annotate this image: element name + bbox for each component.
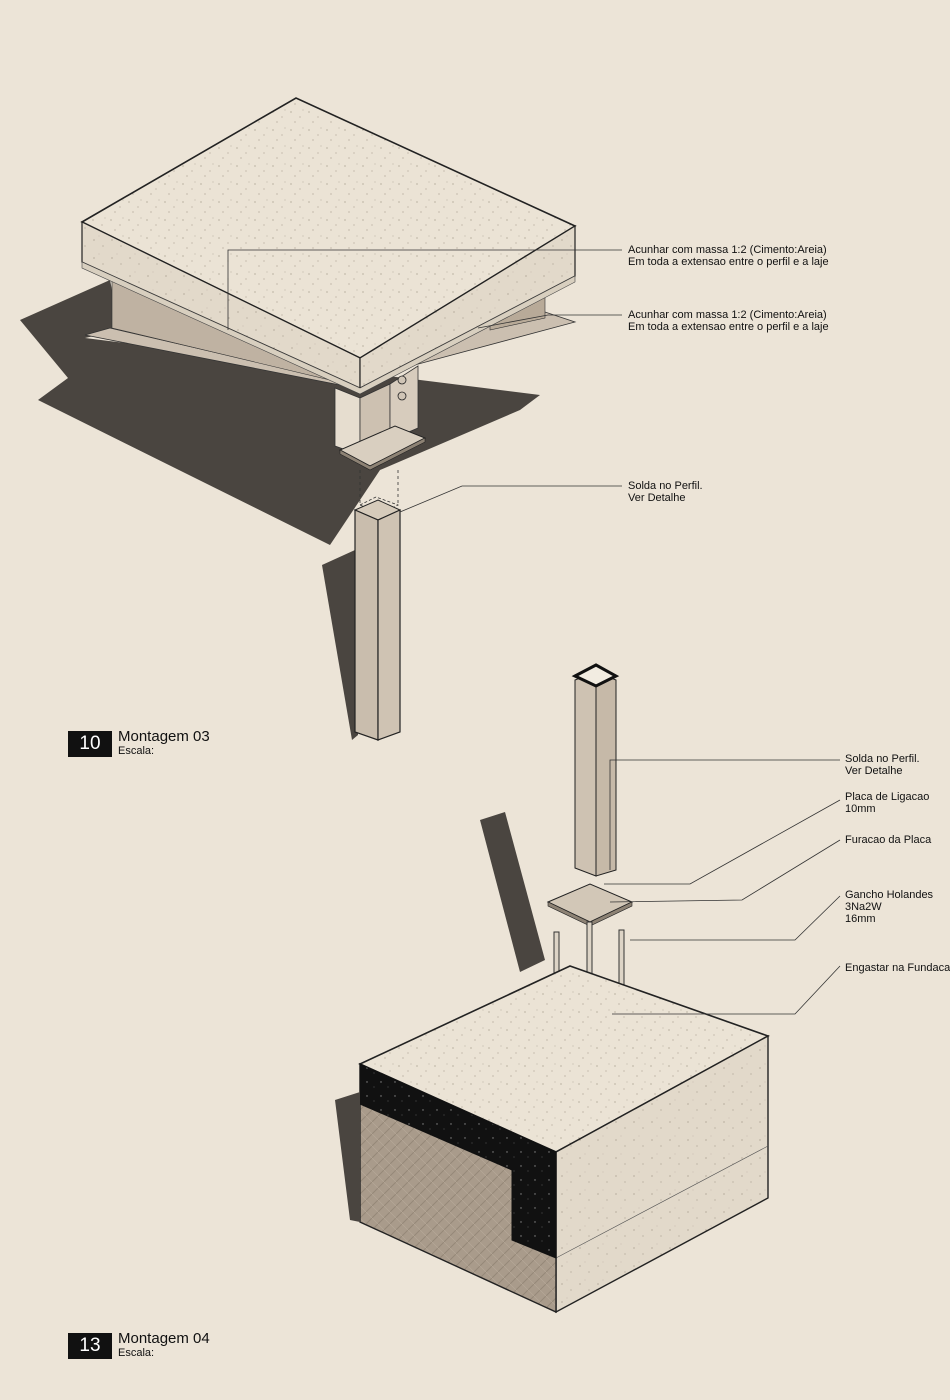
column-shadow xyxy=(480,812,545,972)
leader-line xyxy=(399,485,622,513)
annotation-connection-plate: Placa de Ligacao 10mm xyxy=(845,791,929,815)
annotation-plate-holes: Furacao da Placa xyxy=(845,834,931,846)
base-plate-edge xyxy=(339,437,426,471)
annotation-line: Em toda a extensao entre o perfil e a la… xyxy=(628,256,829,268)
annotation-line: Furacao da Placa xyxy=(845,834,932,846)
drawing-title: Montagem 03 xyxy=(118,728,210,745)
grout-layer xyxy=(81,261,576,395)
column-right xyxy=(377,509,401,741)
annotation-weld: Solda no Perfil. Ver Detalhe xyxy=(845,753,920,777)
column-top-hollow xyxy=(571,663,620,688)
drawing-montagem-03 xyxy=(20,97,622,741)
leader-line xyxy=(227,249,622,330)
weld-outline xyxy=(359,496,400,515)
annotation-embed: Engastar na Fundacao xyxy=(845,962,950,974)
bolt-icon xyxy=(397,391,407,401)
annotation-line: Em toda a extensao entre o perfil e a la… xyxy=(628,321,829,333)
annotation-line: Engastar na Fundacao xyxy=(845,962,950,974)
annotation-grout-top: Acunhar com massa 1:2 (Cimento:Areia) Em… xyxy=(628,244,829,268)
drawing-montagem-04 xyxy=(335,663,841,1314)
stiffener-plate xyxy=(389,365,419,441)
leader-line xyxy=(630,895,841,941)
bolt-icon xyxy=(397,375,407,385)
annotation-line: Gancho Holandes xyxy=(845,889,934,901)
leader-line xyxy=(609,839,841,903)
column-left xyxy=(574,671,597,877)
column-shadow xyxy=(322,550,358,740)
drawing-scale: Escala: xyxy=(118,1347,155,1359)
leader-line xyxy=(612,965,841,1015)
drawing-scale: Escala: xyxy=(118,745,155,757)
annotation-line: Ver Detalhe xyxy=(845,765,903,777)
annotation-line: Solda no Perfil. xyxy=(845,753,920,765)
annotation-grout-bottom: Acunhar com massa 1:2 (Cimento:Areia) Em… xyxy=(628,309,829,333)
annotation-line: 3Na2W xyxy=(845,901,882,913)
drawing-number: 13 xyxy=(68,1333,112,1359)
annotation-line: Acunhar com massa 1:2 (Cimento:Areia) xyxy=(628,309,827,321)
annotation-line: 10mm xyxy=(845,803,876,815)
leader-line xyxy=(604,799,841,885)
annotation-line: Acunhar com massa 1:2 (Cimento:Areia) xyxy=(628,244,827,256)
connection-plate xyxy=(546,883,634,923)
annotation-hook: Gancho Holandes 3Na2W 16mm xyxy=(845,889,933,925)
annotation-line: Solda no Perfil. xyxy=(628,480,703,492)
drawing-number: 10 xyxy=(68,731,112,757)
column-right xyxy=(595,671,617,877)
column-left xyxy=(354,509,379,741)
annotation-line: Placa de Ligacao xyxy=(845,791,930,803)
annotation-line: Ver Detalhe xyxy=(628,492,686,504)
drawing-title: Montagem 04 xyxy=(118,1330,210,1347)
leader-line xyxy=(477,314,622,329)
annotation-weld: Solda no Perfil. Ver Detalhe xyxy=(628,480,703,504)
leader-line xyxy=(609,759,840,870)
annotation-line: 16mm xyxy=(845,913,876,925)
